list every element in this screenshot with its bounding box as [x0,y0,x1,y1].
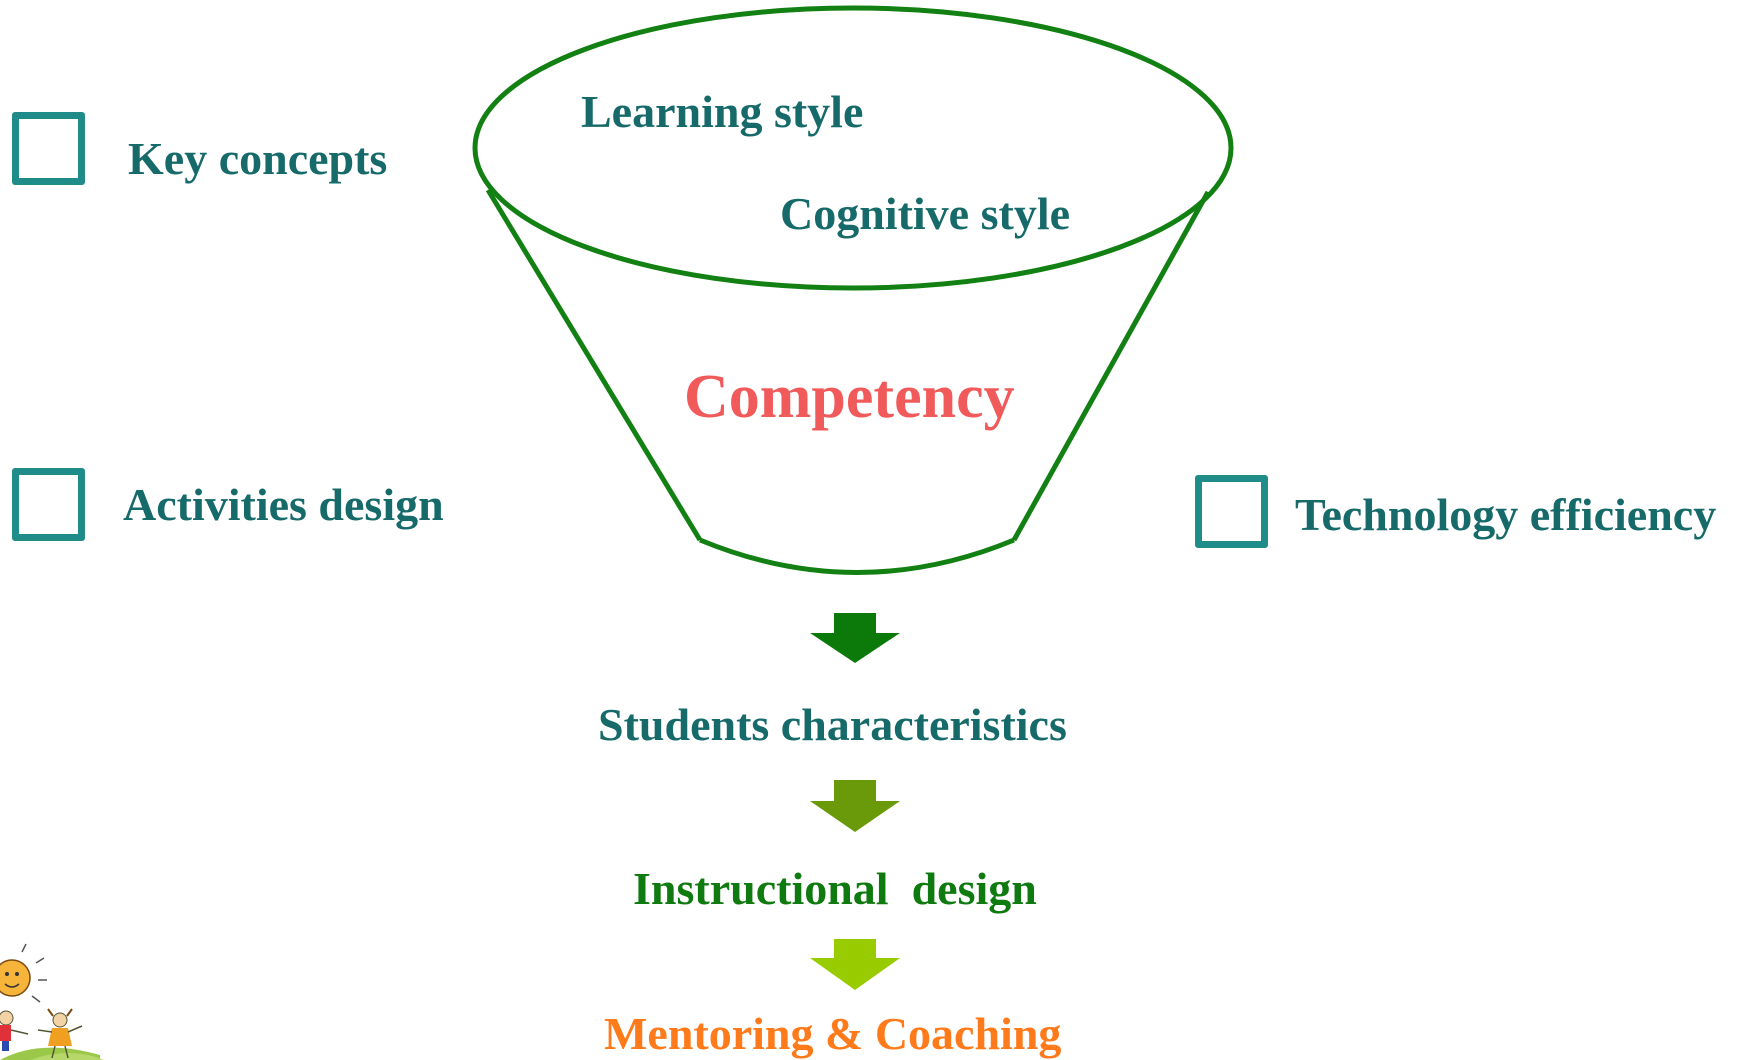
flow-step-instructional-design: Instructional design [633,863,1037,914]
funnel-item-cognitive-style: Cognitive style [780,188,1071,239]
key-concepts-checkbox[interactable] [12,112,85,185]
funnel-right-side [1011,190,1211,542]
flow-step-mentoring-coaching: Mentoring & Coaching [604,1008,1062,1059]
funnel-item-learning-style: Learning style [581,86,864,137]
arrow-down-icon-1 [810,613,900,663]
funnel-left-side [485,188,703,542]
funnel-top-ellipse [472,5,1234,291]
arrow-down-icon-2 [810,780,900,832]
flow-step-students-characteristics: Students characteristics [598,699,1067,750]
competency-label: Competency [684,363,1015,431]
technology-efficiency-checkbox[interactable] [1195,475,1268,548]
funnel-bottom [699,537,1015,575]
activities-design-label: Activities design [123,479,444,530]
key-concepts-label: Key concepts [128,133,388,184]
arrow-down-icon-3 [810,939,900,990]
children-playing-with-sun-icon [0,943,104,1060]
technology-efficiency-label: Technology efficiency [1295,489,1717,540]
activities-design-checkbox[interactable] [12,468,85,541]
